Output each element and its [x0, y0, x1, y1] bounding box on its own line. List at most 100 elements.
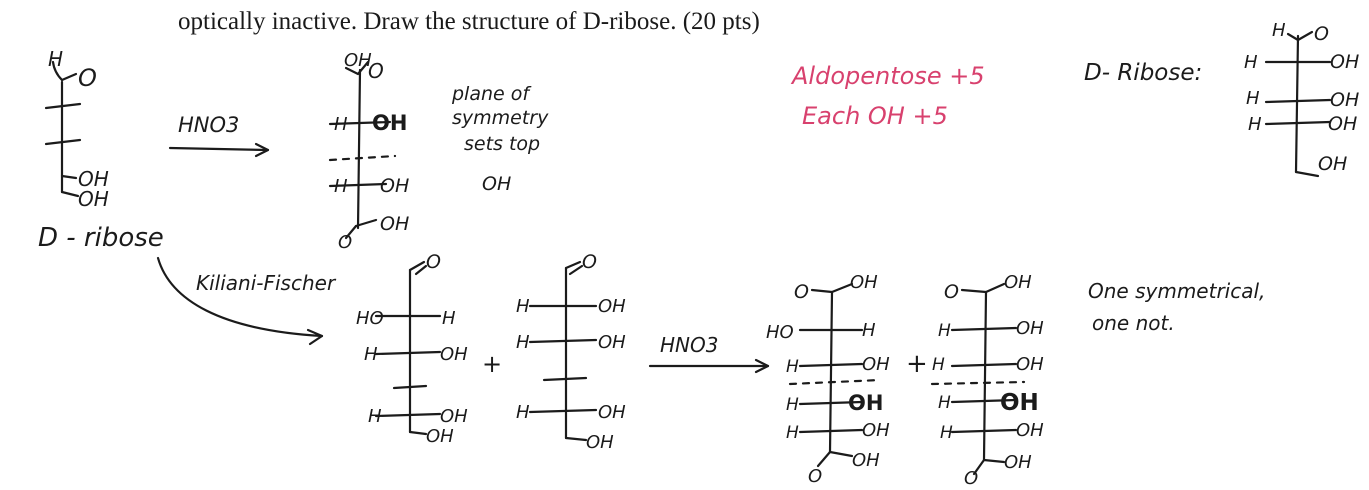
prod-a-bottom-o	[816, 450, 832, 468]
tl-oh2: OH	[78, 187, 109, 211]
symmetry-plane-1	[328, 154, 397, 162]
p1-oh1: OH	[372, 111, 407, 135]
note-line-4: OH	[482, 173, 511, 195]
p1-top-oh: OH	[344, 50, 372, 71]
prod-b-cross-2	[950, 362, 1018, 368]
product1-top	[344, 60, 370, 76]
pb-r3-right: OH	[1000, 390, 1039, 416]
product-plus: +	[906, 349, 928, 379]
answer-top-h: H	[1272, 20, 1286, 41]
answer-cross-2	[1264, 98, 1332, 104]
pb-top-o: O	[944, 281, 959, 303]
grading-line-2: Each OH +5	[802, 102, 948, 130]
kil-b-cross-4	[528, 408, 598, 414]
arrow-1	[168, 146, 270, 152]
product1-backbone	[356, 68, 362, 230]
kil-a-cross-3	[392, 384, 428, 390]
kil-a-r2-left: H	[364, 344, 378, 365]
answer-bottom	[1294, 170, 1320, 178]
kiliani-arrow	[156, 256, 324, 338]
pa-bottom-oh: OH	[852, 450, 880, 471]
cross-bond-1	[44, 102, 82, 110]
kiliani-label: Kiliani-Fischer	[196, 271, 337, 295]
aldehyde-bond	[51, 60, 64, 82]
prod-b-cross-1	[950, 326, 1018, 332]
kil-plus: +	[482, 350, 502, 378]
pa-r4-left: H	[786, 423, 799, 443]
prod-b-top	[960, 282, 1006, 294]
note-line-3: sets top	[464, 133, 540, 155]
answer-row1-right: OH	[1330, 51, 1359, 73]
prod-b-backbone	[982, 290, 988, 462]
prod-b-bottom-oh	[982, 458, 1006, 464]
prod-a-top	[810, 282, 854, 294]
pa-r2-right: OH	[862, 354, 890, 375]
kil-b-r3-left: H	[516, 402, 530, 423]
arrow-2-head	[754, 358, 770, 374]
answer-cross-3	[1264, 120, 1332, 126]
kil-a-top-o: O	[426, 251, 441, 273]
answer-row3-right: OH	[1328, 113, 1357, 135]
kil-b-r1-left: H	[516, 296, 530, 317]
kil-a-r3-right: OH	[440, 406, 468, 427]
prod-a-cross-2	[798, 362, 864, 368]
kil-b-bottom	[564, 436, 588, 442]
kil-b-r3-right: OH	[598, 402, 626, 423]
pb-r4-left: H	[940, 423, 953, 443]
pa-r1-right: H	[862, 320, 876, 341]
product1-cross-1	[328, 120, 392, 126]
p1-h1: H	[334, 114, 348, 135]
pb-r1-left: H	[938, 321, 951, 341]
answer-backbone	[1294, 34, 1300, 174]
arrow-1-head	[254, 142, 270, 158]
pa-r2-left: H	[786, 357, 799, 377]
aldehyde-double-bond	[60, 72, 78, 82]
p1-oh2: OH	[380, 175, 409, 197]
answer-row1-left: H	[1244, 52, 1258, 73]
note-line-1: plane of	[451, 83, 532, 105]
kiliani-arrow-head	[306, 328, 324, 346]
answer-row2-left: H	[1246, 88, 1260, 109]
pa-bottom-o: O	[808, 466, 822, 487]
kil-b-r2-left: H	[516, 332, 530, 353]
kil-a-cross-2	[374, 350, 442, 356]
tl-top-o: O	[78, 64, 97, 92]
kil-b-bottom-oh: OH	[586, 432, 614, 453]
kil-a-top	[408, 260, 428, 276]
answer-bottom-oh: OH	[1318, 153, 1347, 175]
pb-r4-right: OH	[1016, 420, 1044, 441]
conclusion-line-1: One symmetrical,	[1088, 279, 1265, 303]
kil-a-bottom	[408, 430, 428, 436]
prod-a-cross-4	[798, 428, 864, 434]
reagent-1: HNO3	[178, 113, 239, 137]
prod-a-backbone	[828, 290, 834, 454]
kil-b-r2-right: OH	[598, 332, 626, 353]
answer-label: D- Ribose:	[1084, 60, 1202, 86]
kil-a-r1-left: HO	[356, 308, 384, 329]
prod-b-cross-4	[950, 428, 1018, 434]
pb-r3-left: H	[938, 393, 951, 413]
answer-row3-left: H	[1248, 114, 1262, 135]
pb-r2-left: H	[932, 355, 945, 375]
pb-bottom-oh: OH	[1004, 452, 1032, 473]
prod-a-cross-3	[798, 400, 864, 406]
cross-bond-4	[60, 190, 80, 198]
kil-b-top	[564, 260, 584, 276]
tl-oh1: OH	[78, 167, 109, 191]
product1-bottom-o-bond	[344, 224, 358, 240]
note-line-2: symmetry	[452, 107, 549, 129]
product1-bottom-oh-bond	[354, 218, 378, 228]
pb-bottom-o: O	[964, 468, 978, 489]
kil-b-top-o: O	[582, 251, 597, 273]
symmetry-plane-2	[788, 378, 882, 386]
pb-r1-right: OH	[1016, 318, 1044, 339]
pb-r2-right: OH	[1016, 354, 1044, 375]
pa-top-oh: OH	[850, 272, 878, 293]
kil-a-bottom-oh: OH	[426, 426, 454, 447]
kil-b-cross-3	[542, 376, 588, 382]
pa-r4-right: OH	[862, 420, 890, 441]
kil-b-cross-2	[528, 338, 598, 344]
reagent-2: HNO3	[660, 333, 718, 357]
